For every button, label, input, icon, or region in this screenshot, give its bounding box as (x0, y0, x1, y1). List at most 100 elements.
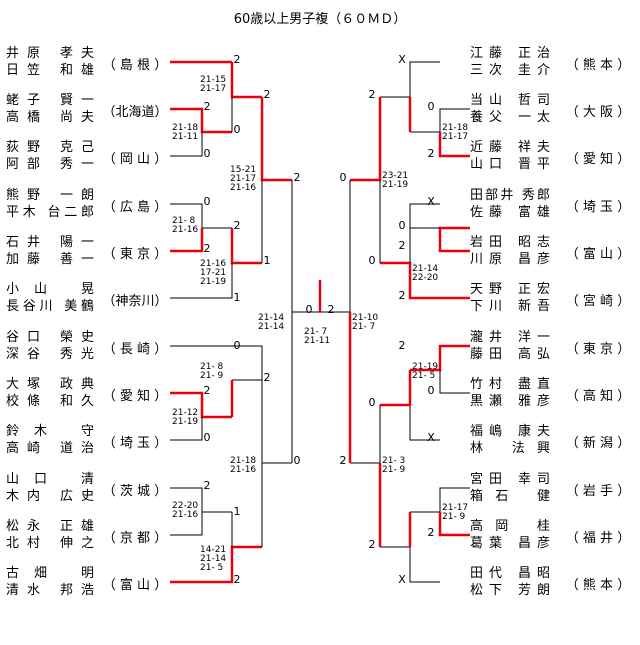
player-name: 高崎 道治 (6, 441, 94, 456)
player-name: 加藤 善一 (6, 252, 94, 267)
player-name: 清水 邦浩 (6, 583, 94, 598)
left-entry-names: 荻野 克己阿部 秀一 (6, 139, 94, 173)
match-result: 2 (293, 171, 301, 184)
bracket-line (410, 487, 470, 513)
score-line: 21-10 (352, 313, 379, 323)
bracket-line (170, 203, 232, 229)
bracket-line (380, 546, 440, 583)
bracket-line (350, 97, 382, 182)
score-line: 14-21 (200, 545, 227, 555)
prefecture-label: （ 広 島 ） (102, 200, 168, 215)
player-name: 蛯子 賢一 (6, 93, 94, 108)
player-name: 小山 晃 (6, 282, 94, 297)
match-result: 2 (427, 526, 435, 539)
bracket-line (438, 132, 470, 158)
player-name: 養父 一太 (470, 110, 550, 125)
left-entry-names: 古畑 明清水 邦浩 (6, 565, 94, 599)
match-result: 0 (368, 396, 376, 409)
prefecture-label: （ 茨 城 ） (102, 484, 168, 499)
score-line: 21-14 (200, 554, 227, 564)
bracket-line (170, 487, 232, 513)
left-entry-names: 熊野 一朗平木 台二郎 (6, 187, 94, 221)
prefecture-label: （ 島 根 ） (102, 58, 168, 73)
player-name: 熊野 一朗 (6, 188, 94, 203)
prefecture-label: （ 埼 玉 ） (102, 436, 168, 451)
match-result: 2 (327, 303, 335, 316)
match-result: 0 (203, 431, 211, 444)
match-result: 2 (398, 239, 406, 252)
score-line: 21- 8 (172, 216, 196, 226)
player-name: 江藤 正治 (470, 46, 550, 61)
score-line: 21-16 (230, 465, 257, 475)
match-result: 2 (233, 573, 241, 586)
match-result: 2 (368, 88, 376, 101)
score-line: 21-17 (442, 503, 469, 513)
left-entry-names: 鈴木 守高崎 道治 (6, 423, 94, 457)
left-entry-names: 蛯子 賢一高橋 尚夫 (6, 92, 94, 126)
prefecture-label: （ 京 都 ） (102, 531, 168, 546)
bracket-line (170, 391, 232, 419)
score-line: 21-18 (442, 123, 469, 133)
prefecture-label: （ 新 潟 ） (565, 436, 631, 451)
player-name: 日笠 和雄 (6, 63, 94, 78)
prefecture-label: （ 福 井 ） (565, 531, 631, 546)
right-entry-names: 瀧井 洋一藤田 高弘 (470, 329, 550, 363)
player-name: 深谷 秀光 (6, 347, 94, 362)
bracket-line (170, 417, 203, 441)
match-result: 2 (398, 289, 406, 302)
player-name: 瀧井 洋一 (470, 330, 550, 345)
player-name: 下川 新吾 (470, 299, 550, 314)
player-name: 荻野 克己 (6, 140, 94, 155)
match-result: 0 (305, 303, 313, 316)
bracket-line (439, 370, 470, 394)
left-entry-names: 石井 陽一加藤 善一 (6, 234, 94, 268)
bracket-line (170, 512, 203, 536)
left-entry-names: 井原 孝夫日笠 和雄 (6, 45, 94, 79)
prefecture-label: （ 岡 山 ） (102, 152, 168, 167)
match-result: 0 (427, 384, 435, 397)
match-result: 0 (293, 454, 301, 467)
bracket-line (291, 180, 320, 313)
player-name: 高橋 尚夫 (6, 110, 94, 125)
bracket-title: 60歳以上男子複（６０ＭＤ） (233, 12, 407, 27)
score-line: 17-21 (200, 268, 227, 278)
match-result: X (427, 431, 435, 444)
score-line: 21-19 (382, 180, 409, 190)
left-entry-names: 谷口 榮史深谷 秀光 (6, 329, 94, 363)
prefecture-label: （ 熊 本 ） (565, 58, 631, 73)
player-name: 大塚 政典 (6, 377, 94, 392)
match-result: 2 (427, 147, 435, 160)
prefecture-label: （ 岩 手 ） (565, 484, 631, 499)
prefecture-label: （ 富 山 ） (102, 578, 168, 593)
prefecture-label: （ 宮 崎 ） (565, 294, 631, 309)
match-result: 2 (339, 454, 347, 467)
player-name: 川原 昌彦 (470, 252, 550, 267)
prefecture-label: （ 愛 知 ） (565, 152, 631, 167)
bracket-line (170, 263, 233, 299)
score-line: 21-14 (412, 264, 439, 274)
match-result: 0 (339, 171, 347, 184)
bracket-line (438, 512, 470, 537)
score-line: 21- 5 (200, 563, 224, 573)
prefecture-label: （ 大 阪 ） (565, 105, 631, 120)
match-result: 2 (203, 384, 211, 397)
score-line: 21-19 (200, 277, 227, 287)
player-name: 井原 孝夫 (6, 46, 94, 61)
match-result: 0 (203, 195, 211, 208)
bracket-line (230, 228, 262, 265)
match-result: 1 (263, 254, 271, 267)
prefecture-label: （ 埼 玉 ） (565, 200, 631, 215)
bracket-line (320, 180, 351, 313)
prefecture-label: （ 東 京 ） (102, 247, 168, 262)
match-result: 0 (398, 219, 406, 232)
right-entry-names: 高岡 桂葛葉 昌彦 (470, 518, 550, 552)
right-entry-names: 江藤 正治三次 圭介 (470, 45, 550, 79)
